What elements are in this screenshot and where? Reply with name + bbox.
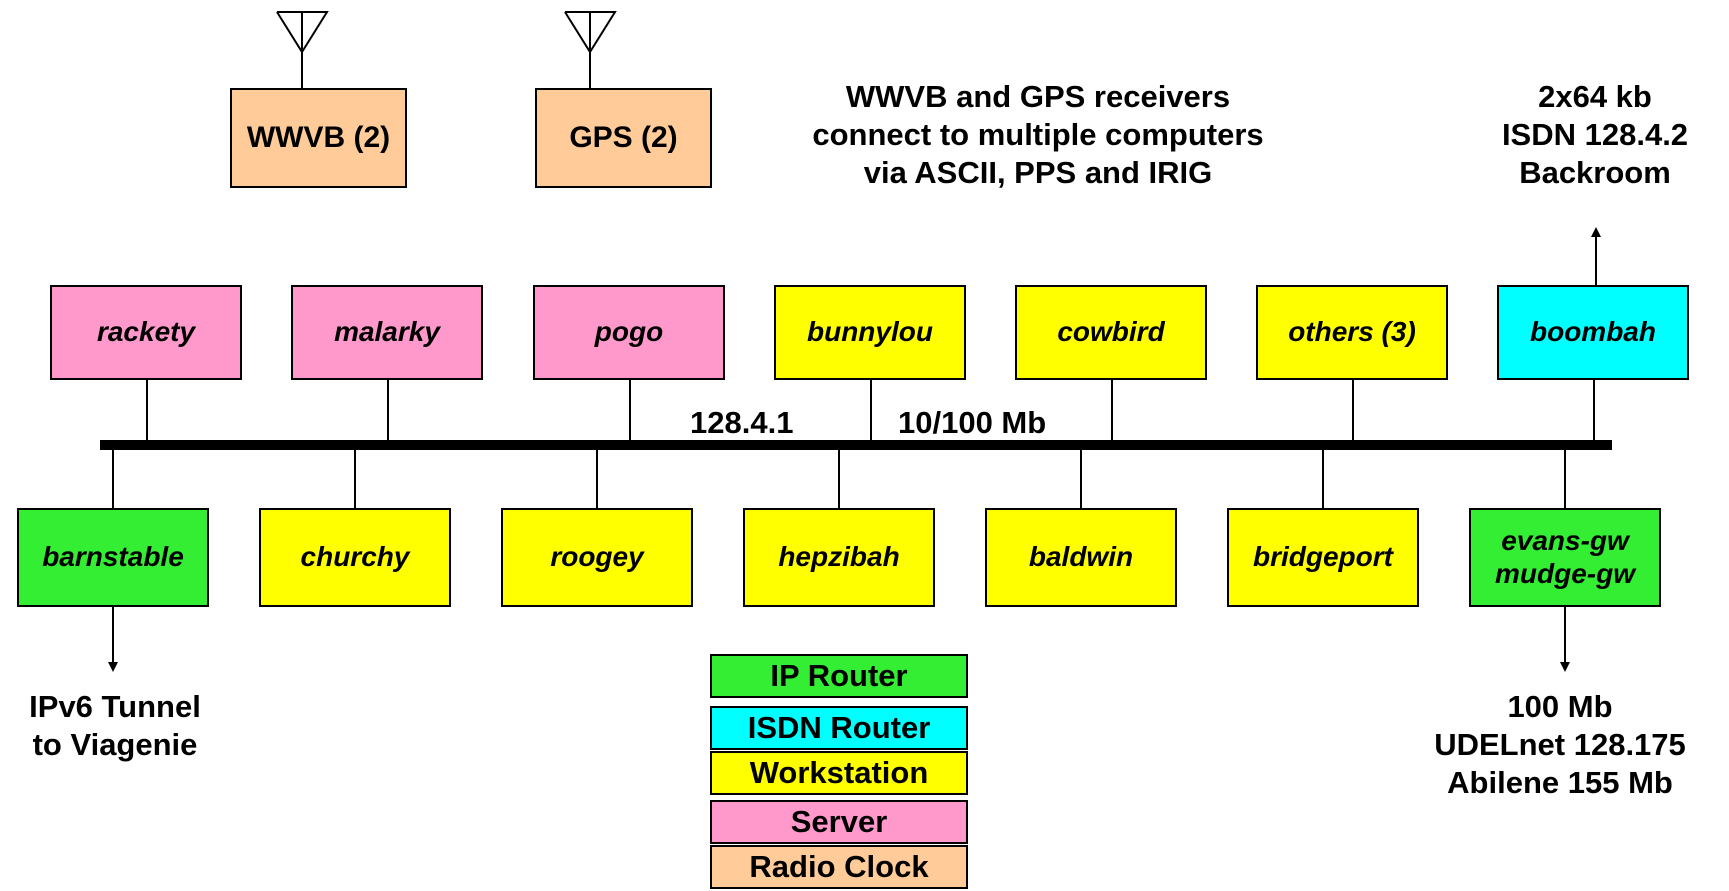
radio-clock-wwvb: WWVB (2) — [230, 88, 407, 188]
host-evans-mudge-gw: evans-gw mudge-gw — [1469, 508, 1661, 607]
host-boombah: boombah — [1497, 285, 1689, 380]
receivers-note: WWVB and GPS receivers connect to multip… — [812, 79, 1264, 190]
host-label: barnstable — [42, 541, 184, 573]
host-barnstable: barnstable — [17, 508, 209, 607]
legend-label: Workstation — [749, 755, 929, 790]
antenna-icon-gps — [564, 11, 617, 88]
host-bridgeport: bridgeport — [1227, 508, 1419, 607]
host-rackety: rackety — [50, 285, 242, 380]
host-cowbird: cowbird — [1015, 285, 1207, 380]
host-label: bridgeport — [1253, 541, 1393, 573]
host-label: hepzibah — [778, 541, 900, 573]
host-others: others (3) — [1256, 285, 1448, 380]
legend-label: ISDN Router — [747, 710, 931, 745]
host-label: bunnylou — [807, 316, 933, 348]
host-baldwin: baldwin — [985, 508, 1177, 607]
udel-note: 100 Mb UDELnet 128.175 Abilene 155 Mb — [1434, 689, 1686, 800]
bus-subnet-label: 128.4.1 — [690, 405, 794, 440]
host-label: cowbird — [1057, 316, 1165, 348]
host-churchy: churchy — [259, 508, 451, 607]
legend-ip-router: IP Router — [710, 654, 968, 698]
host-hepzibah: hepzibah — [743, 508, 935, 607]
host-label: pogo — [594, 316, 664, 348]
host-label: evans-gw mudge-gw — [1495, 525, 1635, 589]
host-malarky: malarky — [291, 285, 483, 380]
legend-workstation: Workstation — [710, 751, 968, 795]
legend-label: Server — [790, 804, 888, 839]
legend-server: Server — [710, 800, 968, 844]
host-label: roogey — [550, 541, 644, 573]
bottom-drops — [112, 450, 1566, 509]
legend-isdn-router: ISDN Router — [710, 706, 968, 750]
host-label: baldwin — [1028, 541, 1134, 573]
host-roogey: roogey — [501, 508, 693, 607]
host-label: rackety — [96, 316, 196, 348]
host-pogo: pogo — [533, 285, 725, 380]
host-bunnylou: bunnylou — [774, 285, 966, 380]
bus-speed-label: 10/100 Mb — [898, 405, 1047, 440]
legend-radio-clock: Radio Clock — [710, 845, 968, 889]
host-label: boombah — [1530, 316, 1656, 348]
radio-clock-label: WWVB (2) — [246, 120, 391, 154]
radio-clock-label: GPS (2) — [569, 120, 678, 154]
top-drops — [146, 379, 1595, 440]
radio-clock-gps: GPS (2) — [535, 88, 712, 188]
antenna-icon-wwvb — [276, 11, 329, 88]
host-label: malarky — [334, 316, 440, 348]
host-label: others (3) — [1288, 316, 1416, 348]
ipv6-note: IPv6 Tunnel to Viagenie — [29, 689, 201, 762]
host-label: churchy — [300, 541, 410, 573]
legend-label: Radio Clock — [749, 849, 929, 884]
legend-label: IP Router — [770, 658, 908, 693]
isdn-note: 2x64 kb ISDN 128.4.2 Backroom — [1501, 79, 1689, 190]
